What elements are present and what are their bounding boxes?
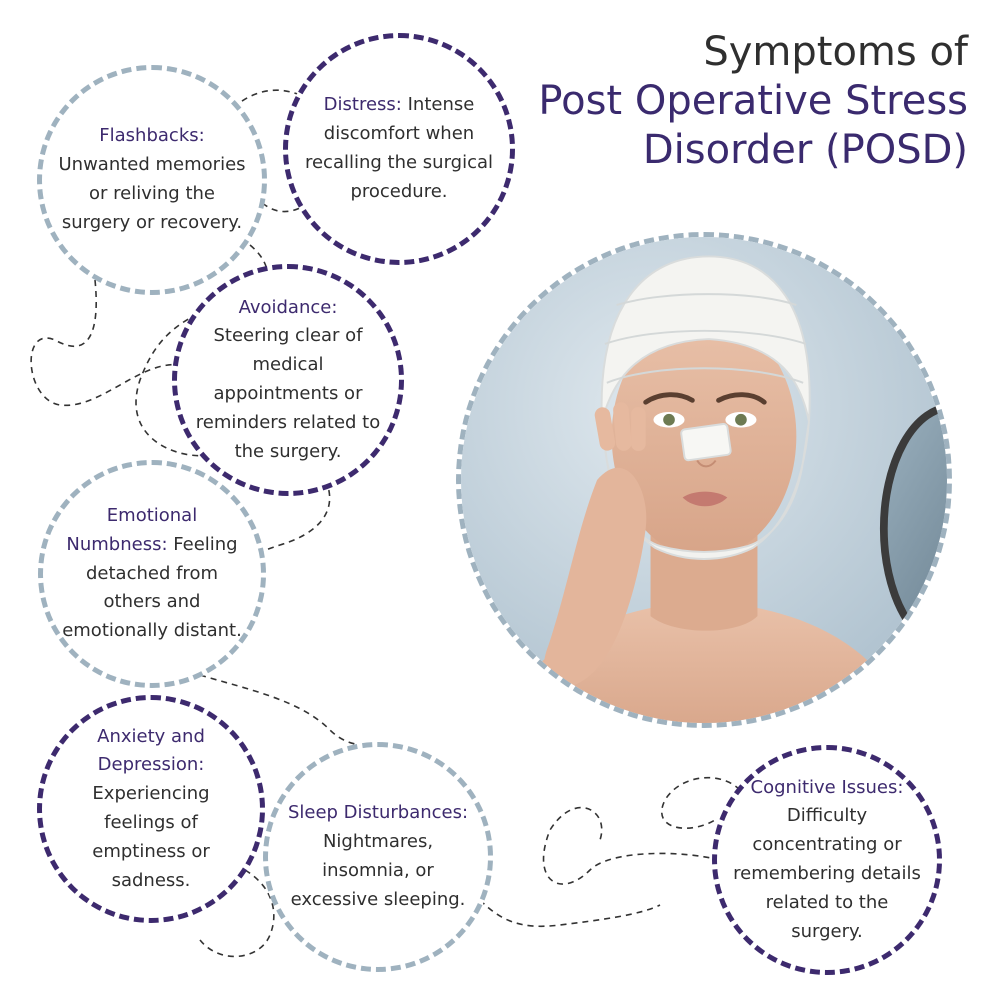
title-line-2: Post Operative Stress <box>538 77 968 124</box>
symptom-emotional-numbness: Emotional Numbness: Feeling detached fro… <box>38 460 266 688</box>
connector-flashbacks-avoidance <box>30 279 181 407</box>
symptom-numbness-text: Emotional Numbness: Feeling detached fro… <box>43 502 261 646</box>
symptom-avoidance-description: Steering clear of medical appointments o… <box>195 325 381 462</box>
symptom-cognitive-description: Difficulty concentrating or remembering … <box>733 805 921 942</box>
symptom-cognitive-issues: Cognitive Issues: Difficulty concentrati… <box>712 745 942 975</box>
symptom-cognitive-text: Cognitive Issues: Difficulty concentrati… <box>717 774 937 947</box>
symptom-sleep-disturbances: Sleep Disturbances: Nightmares, insomnia… <box>263 742 493 972</box>
patient-photo-circle <box>456 232 952 728</box>
symptom-flashbacks: Flashbacks: Unwanted memories or relivin… <box>37 65 267 295</box>
symptom-avoidance-label: Avoidance: <box>238 296 338 318</box>
symptom-cognitive-label: Cognitive Issues: <box>750 776 904 798</box>
title-line-1: Symptoms of <box>703 29 968 75</box>
symptom-distress-description: Intense discomfort when recalling the su… <box>304 94 494 202</box>
symptom-anxiety-description: Experiencing feelings of emptiness or sa… <box>92 783 210 891</box>
patient-photo <box>461 237 947 723</box>
symptom-flashbacks-label: Flashbacks: <box>99 125 205 147</box>
symptom-sleep-description: Nightmares, insomnia, or excessive sleep… <box>290 831 466 910</box>
symptom-numbness-description: Feeling detached from others and emotion… <box>62 533 242 642</box>
symptom-distress: Distress: Intense discomfort when recall… <box>283 33 515 265</box>
symptom-anxiety-text: Anxiety and Depression: Experiencing fee… <box>42 723 260 896</box>
title-line-3: Disorder (POSD) <box>642 126 968 173</box>
symptom-anxiety-label: Anxiety and Depression: <box>97 725 205 776</box>
symptom-anxiety-depression: Anxiety and Depression: Experiencing fee… <box>37 695 265 923</box>
symptom-avoidance-text: Avoidance: Steering clear of medical app… <box>177 294 399 467</box>
connector-sleep-cognitive <box>479 899 661 928</box>
symptom-flashbacks-description: Unwanted memories or reliving the surger… <box>58 154 246 233</box>
page-title: Symptoms of Post Operative Stress Disord… <box>538 28 968 174</box>
symptom-sleep-label: Sleep Disturbances: <box>287 802 469 824</box>
symptom-sleep-text: Sleep Disturbances: Nightmares, insomnia… <box>268 799 488 914</box>
connector-cognitive-loop-left <box>542 806 721 885</box>
symptom-avoidance: Avoidance: Steering clear of medical app… <box>172 264 404 496</box>
symptom-numbness-label: Emotional Numbness: <box>66 505 198 555</box>
symptom-flashbacks-text: Flashbacks: Unwanted memories or relivin… <box>42 122 262 237</box>
symptom-distress-text: Distress: Intense discomfort when recall… <box>288 91 510 206</box>
symptom-distress-label: Distress: <box>323 94 402 116</box>
